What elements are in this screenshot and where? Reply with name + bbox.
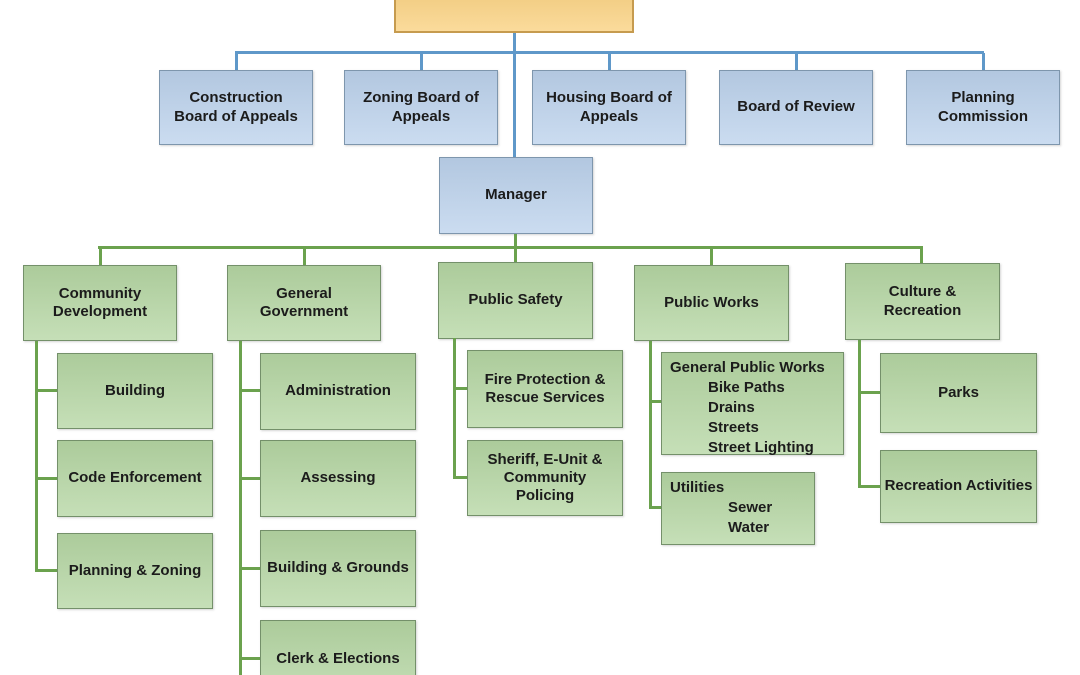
unit-building-grounds: Building & Grounds — [260, 530, 416, 607]
connector-cr-stub — [858, 485, 880, 488]
unit-general-public-works: General Public Works Bike Paths Drains S… — [661, 352, 844, 458]
connector-ps-stub — [453, 387, 467, 390]
unit-utilities-title: Utilities — [670, 479, 725, 496]
connector-board-stub — [608, 53, 611, 70]
connector-department-stub — [303, 248, 306, 265]
connector-cd-stub — [35, 477, 57, 480]
connector-department-stub — [514, 248, 517, 262]
connector-boards-horizontal — [235, 51, 984, 54]
connector-pw-vertical — [649, 341, 652, 509]
connector-board-stub — [420, 53, 423, 70]
item-water: Water — [728, 519, 770, 536]
item-street-lighting: Street Lighting — [708, 439, 814, 456]
connector-cd-vertical — [35, 341, 38, 571]
connector-board-stub — [795, 53, 798, 70]
item-drains: Drains — [708, 399, 755, 416]
connector-cd-stub — [35, 389, 57, 392]
unit-utilities: Utilities Sewer Water — [661, 472, 815, 545]
planning-commission: Planning Commission — [906, 70, 1060, 145]
unit-recreation-activities: Recreation Activities — [880, 450, 1037, 523]
connector-department-stub — [99, 248, 102, 265]
manager-box: Manager — [439, 157, 593, 234]
connector-gg-vertical — [239, 341, 242, 675]
board-construction-appeals: Construction Board of Appeals — [159, 70, 313, 145]
unit-planning-zoning: Planning & Zoning — [57, 533, 213, 609]
dept-public-safety: Public Safety — [438, 262, 593, 339]
unit-building: Building — [57, 353, 213, 429]
connector-manager-vertical — [514, 234, 517, 247]
connector-root-vertical — [513, 33, 516, 158]
unit-general-public-works-items: Bike Paths Drains Streets Street Lightin… — [668, 378, 837, 458]
unit-assessing: Assessing — [260, 440, 416, 517]
connector-gg-stub — [239, 477, 260, 480]
board-zoning-appeals: Zoning Board of Appeals — [344, 70, 498, 145]
connector-pw-stub — [649, 506, 661, 509]
board-of-review: Board of Review — [719, 70, 873, 145]
connector-gg-stub — [239, 657, 260, 660]
unit-clerk-elections: Clerk & Elections — [260, 620, 416, 675]
connector-department-stub — [710, 248, 713, 265]
connector-ps-stub — [453, 476, 467, 479]
unit-fire-protection-rescue: Fire Protection & Rescue Services — [467, 350, 623, 428]
item-sewer: Sewer — [728, 499, 773, 516]
item-streets: Streets — [708, 419, 759, 436]
connector-departments-horizontal — [98, 246, 923, 249]
connector-cr-stub — [858, 391, 880, 394]
dept-community-development: Community Development — [23, 265, 177, 341]
dept-public-works: Public Works — [634, 265, 789, 341]
connector-cr-vertical — [858, 340, 861, 487]
org-root-box — [394, 0, 634, 33]
item-bike-paths: Bike Paths — [708, 379, 785, 396]
board-housing-appeals: Housing Board of Appeals — [532, 70, 686, 145]
connector-board-stub — [235, 53, 238, 70]
unit-administration: Administration — [260, 353, 416, 430]
connector-gg-stub — [239, 389, 260, 392]
unit-parks: Parks — [880, 353, 1037, 433]
dept-culture-recreation: Culture & Recreation — [845, 263, 1000, 340]
connector-pw-stub — [649, 400, 661, 403]
unit-utilities-items: Sewer Water — [668, 498, 808, 538]
connector-ps-vertical — [453, 338, 456, 478]
unit-general-public-works-title: General Public Works — [670, 359, 825, 376]
connector-board-stub — [982, 53, 985, 70]
connector-cd-stub — [35, 569, 57, 572]
unit-sheriff-eunit-policing: Sheriff, E-Unit & Community Policing — [467, 440, 623, 516]
connector-gg-stub — [239, 567, 260, 570]
dept-general-government: General Government — [227, 265, 381, 341]
connector-department-stub — [920, 248, 923, 263]
unit-code-enforcement: Code Enforcement — [57, 440, 213, 517]
